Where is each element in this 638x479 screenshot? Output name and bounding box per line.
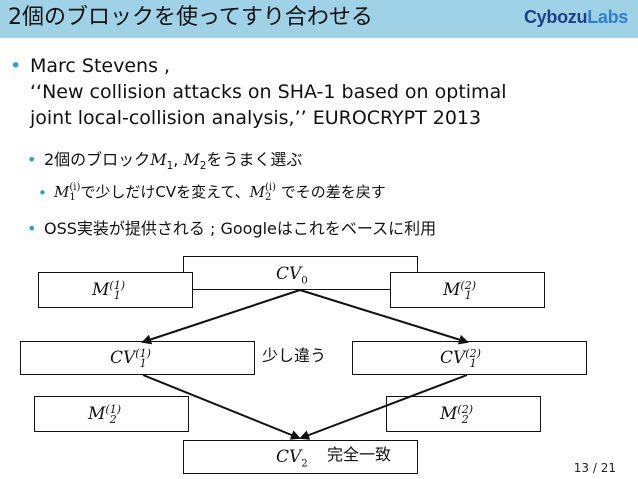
label-cv0: CV0 (276, 263, 308, 292)
label-slightly-different: 少し違う (262, 346, 327, 365)
label-exact-match: 完全一致 (327, 445, 392, 464)
arrow-cv0-to-cv1-2 (299, 289, 469, 345)
math-sup: (1) (135, 346, 151, 360)
box-m2-2 (386, 396, 541, 432)
math-cv: CV (276, 264, 302, 284)
math-sub: 1 (469, 356, 477, 370)
bullet-two-blocks: 2個のブロックM1, M2をうまく選ぶ (44, 150, 302, 176)
math-sub: 2 (301, 458, 308, 470)
math-sup: (i) (69, 181, 81, 193)
label-cv2: CV2 (276, 446, 308, 475)
math-sub: 1 (69, 191, 76, 203)
box-cv1-1 (20, 341, 255, 375)
math-cv: CV (276, 447, 302, 467)
math-sup: (1) (109, 278, 126, 292)
math-cv: CV (440, 348, 466, 368)
bullet-author: Marc Stevens , (30, 55, 171, 77)
title-bar (0, 0, 638, 38)
arrow-cv0-to-cv1-1 (141, 289, 301, 345)
math-supsub: (i)1 (69, 181, 81, 203)
arrow-cv1-2-to-cv2 (299, 374, 468, 440)
box-cv1-2 (352, 341, 587, 375)
label-cv1-1: CV(1)1 (110, 347, 151, 369)
bullet-dot-icon: • (27, 150, 37, 169)
math-m: M (54, 183, 70, 201)
math-m: M (92, 280, 110, 300)
page-number: 13 / 21 (573, 461, 616, 475)
bullet-paper-title-line1: ‘‘New collision attacks on SHA-1 based o… (30, 81, 507, 103)
text-prefix: 2個のブロック (44, 150, 151, 169)
bullet-dot-icon: • (27, 219, 37, 238)
math-sup: (i) (264, 181, 276, 193)
math-sub: 0 (301, 275, 308, 287)
math-sub: 2 (199, 160, 207, 173)
logo-text-labs: Labs (587, 7, 628, 27)
math-supsub: (1)1 (135, 346, 151, 370)
math-sub: 1 (464, 288, 472, 302)
label-m2-2: M(2)2 (440, 403, 473, 425)
box-m1-1 (38, 272, 193, 308)
box-m2-1 (34, 396, 189, 432)
text-mid: で少しだけCVを変えて、 (80, 183, 250, 201)
math-supsub: (2)1 (465, 346, 481, 370)
math-sup: (2) (460, 278, 477, 292)
math-sub: 2 (461, 412, 469, 426)
label-m1-2: M(2)1 (443, 279, 476, 301)
slide-title: 2個のブロックを使ってすり合わせる (8, 5, 373, 30)
math-sub: 1 (139, 356, 147, 370)
math-supsub: (1)2 (105, 402, 122, 426)
text-sep: , (173, 150, 184, 169)
text-suffix: でその差を戻す (276, 183, 386, 201)
label-cv1-2: CV(2)1 (440, 347, 481, 369)
label-m1-1: M(1)1 (92, 279, 125, 301)
math-m: M (249, 183, 265, 201)
bullet-oss: OSS実装が提供される ; Googleはこれをベースに利用 (44, 219, 437, 238)
math-sup: (2) (465, 346, 481, 360)
bullet-paper-title-line2: joint local-collision analysis,’’ EUROCR… (30, 107, 482, 129)
math-m: M (183, 150, 200, 169)
math-m: M (150, 150, 167, 169)
math-sub: 1 (113, 288, 121, 302)
math-m: M (443, 280, 461, 300)
math-sup: (2) (457, 402, 474, 416)
box-m1-2 (390, 272, 545, 308)
math-supsub: (2)1 (460, 278, 477, 302)
bullet-dot-icon: • (10, 55, 22, 77)
math-supsub: (i)2 (264, 181, 276, 203)
text-suffix: をうまく選ぶ (206, 150, 303, 169)
box-cv2 (183, 440, 418, 474)
math-m: M (440, 404, 458, 424)
math-sup: (1) (105, 402, 122, 416)
math-cv: CV (110, 348, 136, 368)
math-sub: 1 (166, 160, 174, 173)
logo-text-cybozu: Cybozu (523, 7, 588, 27)
math-supsub: (1)1 (109, 278, 126, 302)
bullet-dot-icon: • (38, 184, 47, 202)
label-m2-1: M(1)2 (88, 403, 121, 425)
arrow-cv1-1-to-cv2 (142, 374, 301, 440)
math-m: M (88, 404, 106, 424)
math-supsub: (2)2 (457, 402, 474, 426)
math-sub: 2 (109, 412, 117, 426)
math-sub: 2 (264, 191, 272, 203)
cybozu-labs-logo: CybozuLabs (524, 7, 628, 28)
